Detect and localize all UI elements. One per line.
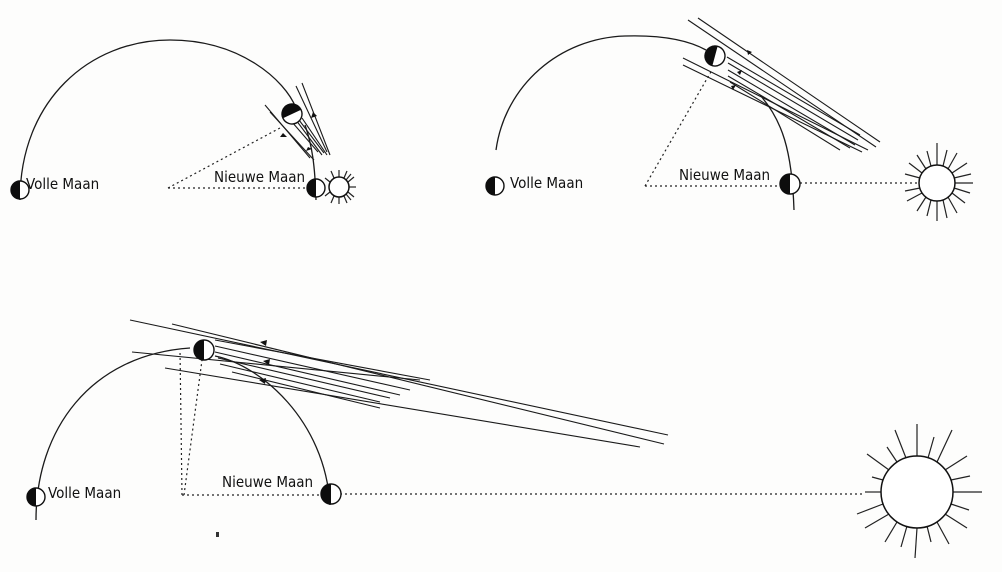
- sun-icon: [904, 143, 973, 221]
- comet-rays: [682, 17, 881, 153]
- panel-1: Volle Maan Nieuwe Maan: [10, 39, 356, 204]
- comet-rays: [264, 82, 331, 161]
- panel-2: Volle Maan Nieuwe Maan: [485, 17, 973, 221]
- new-moon-label: Nieuwe Maan: [679, 166, 770, 184]
- full-moon-icon: [485, 176, 505, 196]
- comet-rays: [129, 319, 669, 448]
- full-moon-label: Volle Maan: [26, 175, 99, 193]
- full-moon-label: Volle Maan: [48, 484, 121, 502]
- angle-line-diagonal: [644, 69, 713, 187]
- full-moon-label: Volle Maan: [510, 174, 583, 192]
- new-moon-label: Nieuwe Maan: [222, 473, 313, 491]
- sun-icon: [856, 424, 982, 559]
- new-moon-icon: [306, 178, 326, 198]
- new-moon-label: Nieuwe Maan: [214, 168, 305, 186]
- panel-3: Volle Maan Nieuwe Maan: [26, 319, 982, 559]
- angle-line-vertical: [179, 349, 183, 496]
- new-moon-icon: [320, 483, 342, 505]
- orbit-arc: [495, 35, 707, 151]
- full-moon-icon: [10, 180, 30, 200]
- full-moon-icon: [26, 487, 46, 507]
- angle-line-slant: [183, 359, 203, 496]
- sun-icon: [324, 170, 356, 204]
- angle-line-diagonal: [167, 127, 281, 189]
- moon-crescent-phase: [281, 103, 303, 125]
- print-speck: [216, 532, 219, 537]
- moon-quarter-phase: [193, 339, 215, 361]
- moon-quarter-phase: [704, 45, 726, 67]
- orbit-arc: [19, 39, 297, 201]
- new-moon-icon: [779, 173, 801, 195]
